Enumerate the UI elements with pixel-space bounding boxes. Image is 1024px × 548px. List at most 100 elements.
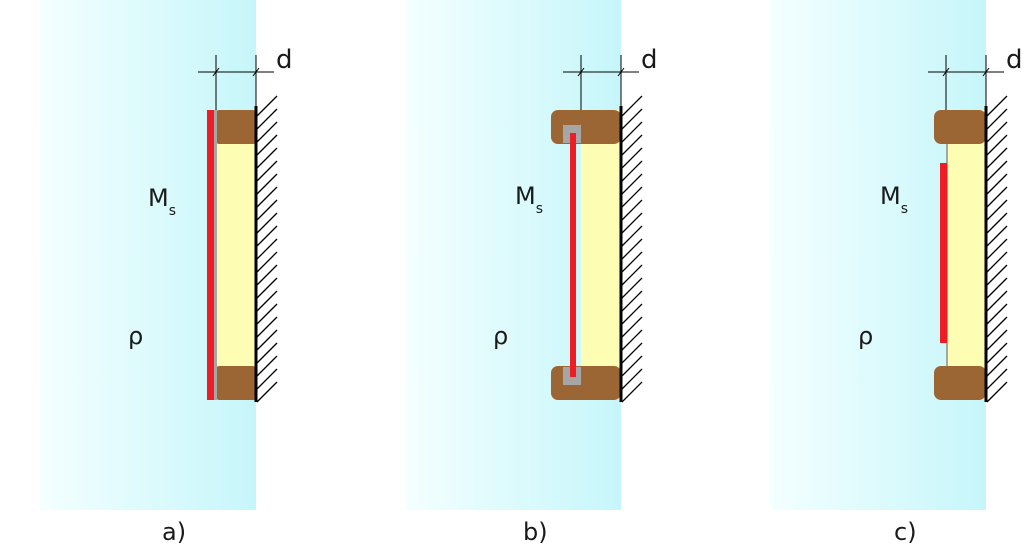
- hatch-stroke: [621, 264, 643, 286]
- hatch-stroke: [621, 225, 643, 247]
- hatch-stroke: [621, 368, 643, 390]
- hatch-stroke: [986, 147, 1008, 169]
- hatch-stroke: [256, 238, 278, 260]
- hatch-stroke: [621, 303, 643, 325]
- hatch-stroke: [986, 238, 1008, 260]
- hatch-stroke: [621, 121, 643, 143]
- hatch-stroke: [986, 160, 1008, 182]
- hatch-stroke: [256, 316, 278, 338]
- hatch-stroke: [986, 251, 1008, 273]
- hatch-stroke: [986, 121, 1008, 143]
- rigid-wall: [254, 95, 278, 403]
- hatch-stroke: [256, 186, 278, 208]
- hatch-stroke: [621, 238, 643, 260]
- hatch-stroke: [621, 108, 643, 130]
- frame-top: [934, 110, 986, 144]
- hatch-stroke: [621, 134, 643, 156]
- cavity: [216, 110, 256, 400]
- dimension-tick-right: [982, 67, 990, 77]
- hatch-stroke: [256, 199, 278, 221]
- hatch-stroke: [256, 329, 278, 351]
- hatch-stroke: [256, 173, 278, 195]
- cavity: [581, 110, 621, 400]
- hatch-stroke: [986, 368, 1008, 390]
- cavity: [946, 110, 986, 400]
- hatch-stroke: [256, 277, 278, 299]
- hatch-stroke: [986, 329, 1008, 351]
- hatch-stroke: [256, 368, 278, 390]
- thickness-label: d: [276, 45, 293, 75]
- rigid-wall: [984, 95, 1008, 403]
- hatch-stroke: [986, 264, 1008, 286]
- hatch-stroke: [621, 290, 643, 312]
- hatch-stroke: [621, 316, 643, 338]
- panel-c: d Ms ρ c): [770, 0, 1023, 546]
- hatch-stroke: [986, 134, 1008, 156]
- hatch-stroke: [621, 381, 643, 403]
- panel-caption: a): [162, 518, 186, 546]
- hatch-stroke: [256, 225, 278, 247]
- hatch-stroke: [256, 381, 278, 403]
- hatch-stroke: [986, 381, 1008, 403]
- hatch-stroke: [621, 277, 643, 299]
- mass-label: Ms: [880, 182, 908, 217]
- hatch-stroke: [986, 199, 1008, 221]
- rigid-wall: [619, 95, 643, 403]
- dimension-tick-left: [577, 67, 585, 77]
- hatch-stroke: [986, 108, 1008, 130]
- hatch-stroke: [256, 212, 278, 234]
- hatch-stroke: [986, 277, 1008, 299]
- hatch-stroke: [986, 225, 1008, 247]
- hatch-stroke: [256, 355, 278, 377]
- density-label: ρ: [493, 322, 508, 350]
- hatch-stroke: [986, 303, 1008, 325]
- hatch-stroke: [986, 95, 1008, 117]
- frame-bottom: [934, 366, 986, 400]
- hatch-stroke: [256, 147, 278, 169]
- hatch-stroke: [621, 212, 643, 234]
- density-label: ρ: [128, 322, 143, 350]
- thickness-label: d: [641, 45, 658, 75]
- panel-caption: c): [894, 518, 917, 546]
- membrane: [940, 163, 947, 343]
- hatch-stroke: [621, 173, 643, 195]
- dimension-tick-right: [252, 67, 260, 77]
- thickness-label: d: [1006, 45, 1023, 75]
- wall-hatching: [621, 95, 643, 403]
- hatch-stroke: [986, 342, 1008, 364]
- hatch-stroke: [256, 121, 278, 143]
- hatch-stroke: [986, 290, 1008, 312]
- hatch-stroke: [621, 147, 643, 169]
- hatch-stroke: [256, 251, 278, 273]
- wall-hatching: [986, 95, 1008, 403]
- hatch-stroke: [621, 199, 643, 221]
- hatch-stroke: [986, 212, 1008, 234]
- hatch-stroke: [621, 186, 643, 208]
- mass-label: Ms: [148, 184, 176, 219]
- panel-a: d Ms ρ a): [40, 0, 293, 546]
- hatch-stroke: [621, 342, 643, 364]
- dimension-tick-right: [617, 67, 625, 77]
- hatch-stroke: [621, 355, 643, 377]
- frame-bottom: [551, 366, 621, 400]
- hatch-stroke: [621, 160, 643, 182]
- frame-top: [216, 110, 256, 144]
- hatch-stroke: [986, 316, 1008, 338]
- dimension-tick-left: [212, 67, 220, 77]
- hatch-stroke: [256, 290, 278, 312]
- hatch-stroke: [986, 173, 1008, 195]
- hatch-stroke: [256, 342, 278, 364]
- membrane: [570, 133, 576, 377]
- hatch-stroke: [256, 160, 278, 182]
- density-label: ρ: [858, 322, 873, 350]
- panel-caption: b): [523, 518, 548, 546]
- hatch-stroke: [621, 251, 643, 273]
- hatch-stroke: [256, 134, 278, 156]
- hatch-stroke: [256, 264, 278, 286]
- hatch-stroke: [621, 329, 643, 351]
- frame-bottom: [216, 366, 256, 400]
- clamp-edge: [214, 110, 217, 400]
- hatch-stroke: [256, 108, 278, 130]
- membrane: [207, 110, 214, 400]
